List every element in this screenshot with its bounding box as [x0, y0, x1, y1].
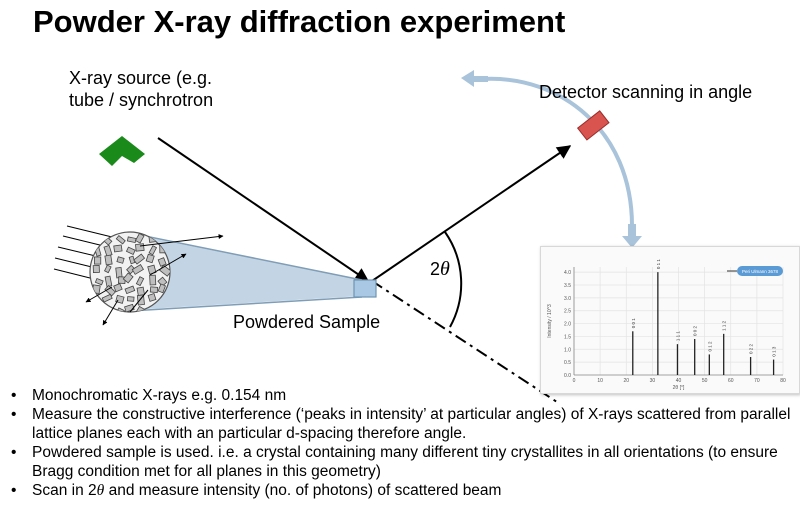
peak-label: 0 1 2 [707, 341, 712, 352]
page-title: Powder X-ray diffraction experiment [33, 4, 566, 39]
crystallite-grain [157, 283, 167, 294]
crystallite-grain [101, 293, 113, 303]
crystallite-grain [115, 235, 126, 245]
y-tick-label: 3.5 [564, 283, 571, 289]
bullet-list: Monochromatic X-rays e.g. 0.154 nm Measu… [8, 386, 793, 500]
xrd-chart-svg: 0.0 0.5 1.0 1.5 2.0 2.5 3.0 3.5 4.0 0 10 20 30 40 50 60… [547, 259, 786, 391]
crystallite-grain [126, 264, 136, 275]
bullet-item: Powdered sample is used. i.e. a crystal … [8, 443, 793, 481]
crystallite-grain [104, 284, 116, 297]
xrd-pattern-chart: 0.0 0.5 1.0 1.5 2.0 2.5 3.0 3.5 4.0 0 10 20 30 40 50 60… [540, 246, 800, 394]
y-tick-label: 3.0 [564, 296, 571, 302]
peak-label: 1 1 1 [675, 331, 680, 342]
crystallite-grain [125, 246, 136, 256]
crystallite-grain [149, 274, 157, 286]
crystallite-grain [113, 283, 123, 293]
y-tick-label: 2.5 [564, 309, 571, 315]
y-tick-label: 1.0 [564, 347, 571, 353]
y-tick-label: 2.0 [564, 322, 571, 328]
x-tick-label: 10 [597, 378, 603, 384]
bullet-item: Measure the constructive interference (‘… [8, 405, 793, 443]
crystallite-grain [94, 256, 102, 265]
crystallite-grain [94, 277, 104, 286]
magnification-line-top [129, 232, 363, 281]
x-tick-label: 60 [728, 378, 734, 384]
crystallite-grain [93, 234, 102, 245]
crystallite-grain [104, 264, 112, 274]
y-tick-label: 0.0 [564, 373, 571, 379]
crystallite-grain [136, 286, 145, 297]
crystallite-grain [131, 264, 144, 275]
x-tick-label: 30 [650, 378, 656, 384]
x-tick-label: 70 [754, 378, 760, 384]
x-tick-label: 20 [623, 378, 629, 384]
detector-label: Detector scanning in angle [539, 82, 753, 102]
xray-source-icon [99, 136, 145, 166]
magnification-line-bottom [129, 296, 363, 312]
y-axis-label: Intensity / 10^3 [547, 304, 553, 338]
peak-label: 0 1 3 [772, 346, 777, 357]
x-tick-label: 80 [780, 378, 786, 384]
y-tick-label: 4.0 [564, 270, 571, 276]
crystallite-grain [92, 265, 100, 273]
crystallite-grain [92, 304, 103, 312]
crystallite-grain [115, 294, 125, 304]
x-tick-label: 50 [702, 378, 708, 384]
crystallite-grain [126, 296, 135, 302]
crystallite-magnified-view [89, 231, 171, 313]
peak-label: 0 0 2 [693, 325, 698, 336]
crystallite-grain [135, 243, 145, 252]
transmitted-beam-line [371, 280, 558, 403]
bullet-item: Monochromatic X-rays e.g. 0.154 nm [8, 386, 793, 405]
x-tick-label: 0 [573, 378, 576, 384]
y-tick-label: 0.5 [564, 360, 571, 366]
incident-beam [157, 137, 370, 282]
two-theta-arc [444, 231, 463, 328]
crystallite-grain [148, 245, 158, 256]
sample-label: Powdered Sample [233, 312, 381, 332]
peak-label: 1 1 2 [722, 320, 727, 331]
crystallite-grain [149, 286, 159, 294]
crystallite-grain [134, 232, 145, 244]
peak-label: 0 2 2 [749, 343, 754, 354]
detector-icon [576, 110, 610, 141]
peak-label: 0 1 1 [656, 259, 661, 270]
legend-pill [737, 266, 783, 276]
crystallite-grain [157, 276, 168, 287]
x-tick-label: 40 [676, 378, 682, 384]
peak-label: 0 0 1 [631, 318, 636, 329]
detector-scan-arc [482, 76, 634, 227]
xray-source-label-line2: tube / synchrotron [69, 90, 214, 110]
crystallite-grain [124, 285, 136, 295]
crystallite-grain [113, 244, 123, 253]
crystallite-grain [145, 253, 155, 264]
crystallite-grain [116, 256, 125, 264]
crystallite-grain [136, 294, 145, 306]
y-tick-label: 1.5 [564, 334, 571, 340]
powder-sample-icon [353, 279, 377, 298]
crystallite-grain [104, 254, 113, 266]
arc-arrow-down-icon [622, 224, 642, 248]
magnification-beam [130, 234, 362, 310]
scattered-rays [85, 234, 224, 326]
arc-arrow-left-icon [461, 70, 488, 87]
crystallite-grain [135, 276, 145, 287]
crystallite-grain [133, 253, 146, 265]
crystallite-grain [147, 293, 157, 302]
xray-source-label-line1: X-ray source (e.g. [69, 68, 213, 88]
diffracted-beam [371, 145, 572, 282]
legend-label: Peri Ulmann 3678 [742, 269, 779, 274]
two-theta-label: 2θ [430, 258, 450, 280]
crystallite-grain [122, 272, 134, 284]
bullet-item: Scan in 2θ and measure intensity (no. of… [8, 481, 793, 500]
